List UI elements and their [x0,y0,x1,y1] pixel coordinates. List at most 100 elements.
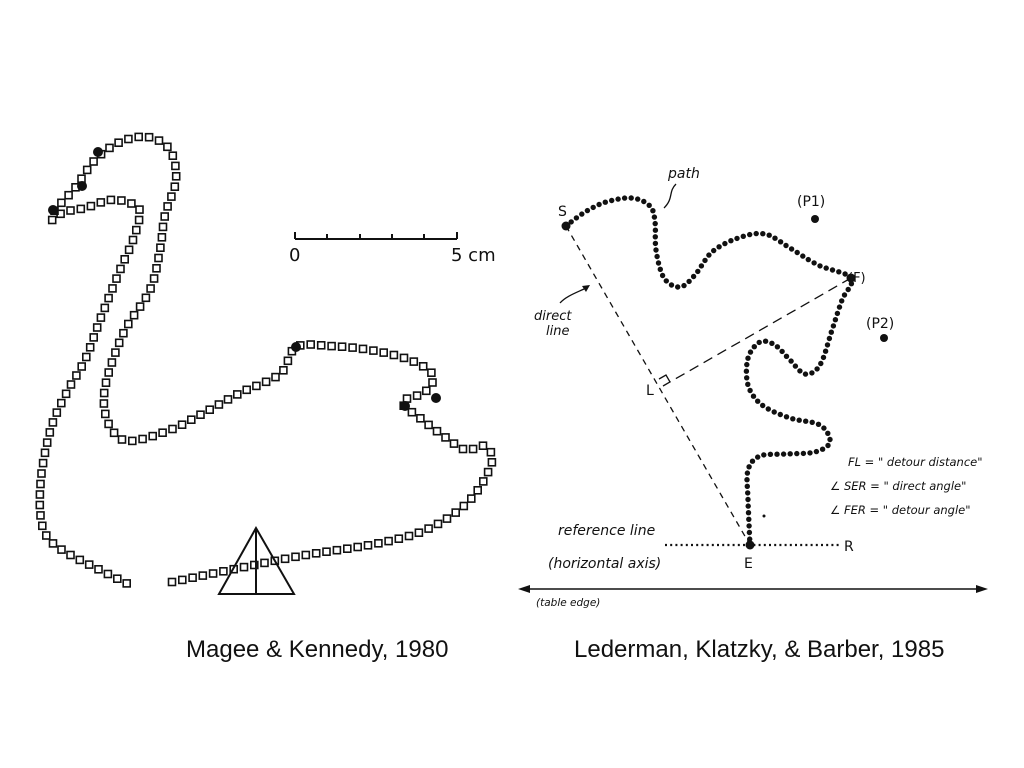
path-dot [788,358,794,364]
trace-square-point [92,323,102,332]
path-dot [722,240,728,247]
detour-distance-line [662,277,852,387]
trace-square-point [75,555,85,565]
trace-square-point [132,225,141,235]
path-dot [584,207,591,214]
direct-line-label-leader [559,287,587,304]
path-dot [777,239,784,245]
trace-square-point [279,365,288,375]
trace-filled-point [48,205,58,215]
trace-square-point [473,485,483,495]
trace-square-point [158,222,168,232]
trace-square-point [322,547,331,557]
path-dot [839,298,845,304]
trace-square-point [205,405,214,415]
trace-square-point [48,539,58,548]
trace-square-point [85,342,95,352]
trace-square-point [96,198,106,207]
path-dot [740,233,746,239]
right-caption: Lederman, Klatzky, & Barber, 1985 [574,636,944,663]
trace-square-point [342,544,352,554]
path-dot [828,329,834,335]
trace-square-point [412,391,422,400]
path-dot [744,483,750,489]
path-dot [767,451,774,457]
trace-square-point [223,395,233,404]
trace-square-point [252,381,261,391]
path-dot [807,450,813,456]
path-dot [814,366,820,372]
path-dot [668,282,675,288]
path-dot [771,409,777,415]
path-dot [779,348,785,355]
path-dot [744,477,750,483]
trace-square-point [119,328,128,338]
trace-square-point [82,352,91,362]
trace-square-point [84,560,94,569]
trace-square-point [369,346,378,355]
path-dot [745,490,751,496]
path-dot [651,214,658,220]
trace-square-point [432,426,442,436]
path-dot [615,196,621,202]
trace-square-point [353,542,363,552]
trace-square-point [124,134,133,144]
trace-square-point [96,313,106,322]
trace-square-point [306,340,316,349]
trace-square-point [104,293,113,303]
trace-square-point [291,552,300,562]
trace-square-point [122,579,131,588]
trace-square-point [280,554,290,564]
path-dot [746,516,752,522]
path-dot [706,252,712,258]
path-dot [657,266,663,272]
path-dot [811,260,817,266]
trace-square-point [358,344,368,354]
point-p1-marker [811,215,819,223]
path-dot [820,354,827,361]
trace-square-point [61,389,71,399]
path-dot [783,242,789,249]
trace-square-point [109,428,119,438]
trace-square-point [37,469,46,478]
trace-square-point [64,190,73,200]
trace-square-point [48,418,58,427]
trace-square-point [128,235,138,245]
trace-square-point [214,400,224,409]
trace-square-point [316,340,326,350]
path-dot [579,211,585,217]
trace-square-point [120,255,129,264]
trace-square-point [94,564,103,574]
path-dot [747,387,753,394]
path-dot [769,340,775,346]
left-caption: Magee & Kennedy, 1980 [186,636,448,663]
path-dot [800,450,807,457]
direct-line-label-2: line [546,324,569,339]
path-dot [765,406,771,412]
trace-square-point [127,199,136,208]
path-dot [780,451,787,457]
point-s-marker [561,221,571,231]
path-dot [568,219,574,225]
path-dot [609,197,615,204]
path-dot [655,260,662,266]
trace-square-point [47,215,57,225]
trace-square-point [104,419,113,429]
path-dot [762,338,769,344]
trace-square-point [99,388,109,398]
trace-square-point [124,319,133,329]
trace-square-point [442,514,452,523]
path-dot [815,421,822,427]
trace-square-point [171,172,181,181]
trace-square-point [66,206,75,215]
point-p2-marker [880,334,888,342]
trace-square-point [261,377,271,387]
trace-square-point [42,438,52,447]
path-dot [628,195,634,201]
trace-square-point [188,573,197,583]
path-dot [663,278,669,284]
dotted-path [563,195,855,542]
path-dot [832,317,839,323]
path-dot [790,416,796,422]
trace-square-point [404,531,414,541]
